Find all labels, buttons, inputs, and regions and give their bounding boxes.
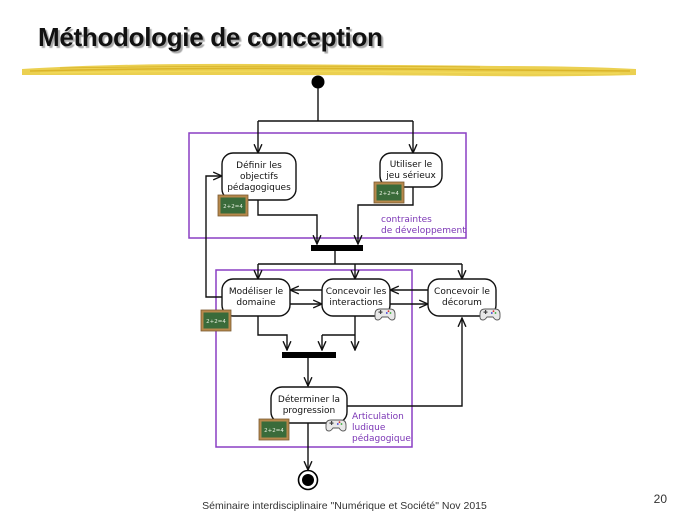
slide-title: Méthodologie de conception xyxy=(38,22,383,52)
node-definir-line-2: objectifs xyxy=(240,172,278,182)
node-definir-line-3: pédagogiques xyxy=(227,182,291,193)
node-modeliser-line-1: Modéliser le xyxy=(229,286,284,297)
chalkboard-icon: 2+2=4 xyxy=(217,194,249,217)
join-bar-2 xyxy=(282,352,336,358)
node-utiliser-line-1: Utiliser le xyxy=(390,160,433,170)
chalkboard-icon: 2+2=4 xyxy=(373,181,405,204)
node-utiliser-line-2: jeu sérieux xyxy=(385,170,436,181)
chalkboard-text: 2+2=4 xyxy=(379,191,399,197)
edge-modeliser-to-join2 xyxy=(257,316,287,350)
partition-articulation-label-2: ludique xyxy=(352,423,386,433)
node-determiner-line-1: Déterminer la xyxy=(278,394,340,405)
gamepad-icon xyxy=(374,308,396,321)
node-modeliser-line-2: domaine xyxy=(236,298,276,308)
slide-footer: Séminaire interdisciplinaire "Numérique … xyxy=(202,500,487,512)
initial-node xyxy=(311,75,325,89)
partition-articulation-label-1: Articulation xyxy=(352,412,404,422)
title-underline-brush xyxy=(22,63,636,77)
edge-utiliser-to-join xyxy=(358,187,414,244)
chalkboard-text: 2+2=4 xyxy=(264,428,284,434)
chalkboard-text: 2+2=4 xyxy=(223,204,243,210)
chalkboard-icon: 2+2=4 xyxy=(258,418,290,441)
fork-bar-1 xyxy=(311,245,363,251)
node-decorum-line-2: décorum xyxy=(442,297,482,308)
chalkboard-text: 2+2=4 xyxy=(206,319,226,325)
edge-modeliser-loop-definir xyxy=(205,176,222,298)
partition-articulation xyxy=(215,269,413,448)
partition-contraintes xyxy=(188,132,467,239)
final-node xyxy=(297,469,319,491)
node-interactions-line-1: Concevoir les xyxy=(326,287,387,297)
edge-definir-to-join xyxy=(257,200,317,244)
page-number: 20 xyxy=(653,492,667,506)
partition-contraintes-label-2: de développement xyxy=(381,225,466,236)
node-determiner-line-2: progression xyxy=(283,406,336,416)
edge-determiner-to-decorum xyxy=(347,318,462,407)
node-concevoir-decorum[interactable]: Concevoir le décorum xyxy=(427,278,497,317)
gamepad-icon xyxy=(325,419,347,432)
gamepad-icon xyxy=(479,308,501,321)
chalkboard-icon: 2+2=4 xyxy=(200,309,232,332)
node-interactions-line-2: interactions xyxy=(329,298,383,308)
node-definir-line-1: Définir les xyxy=(236,160,282,171)
partition-contraintes-label-1: contraintes xyxy=(381,215,432,225)
node-decorum-line-1: Concevoir le xyxy=(434,287,490,297)
node-modeliser-domaine[interactable]: Modéliser le domaine xyxy=(221,278,291,317)
partition-articulation-label-3: pédagogique xyxy=(352,433,411,444)
node-utiliser-jeu[interactable]: Utiliser le jeu sérieux xyxy=(379,152,443,188)
node-concevoir-interactions[interactable]: Concevoir les interactions xyxy=(321,278,391,317)
node-definir-objectifs[interactable]: Définir les objectifs pédagogiques xyxy=(221,152,297,201)
node-determiner-progression[interactable]: Déterminer la progression xyxy=(270,386,348,424)
